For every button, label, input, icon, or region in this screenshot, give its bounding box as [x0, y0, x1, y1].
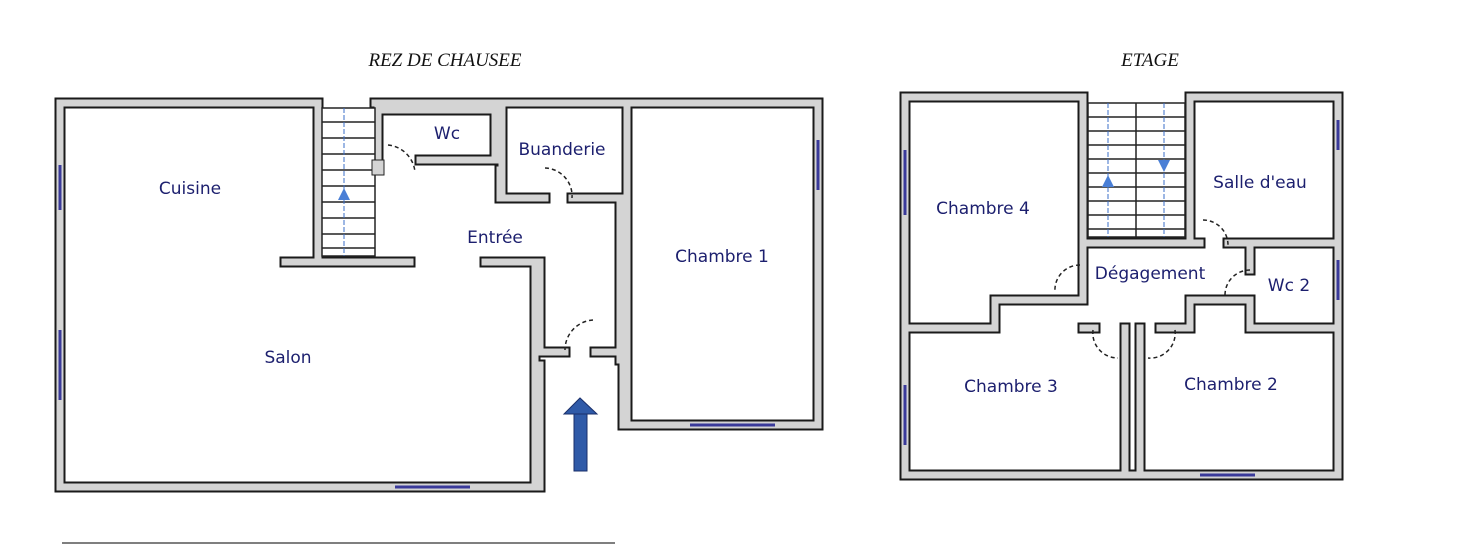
- ground-floor-walls: [54, 97, 824, 493]
- room-label-salon: Salon: [264, 348, 311, 368]
- stair-down-arrow-icon: [1158, 160, 1170, 172]
- room-label-degagement: Dégagement: [1095, 264, 1206, 284]
- ground-floor-doors: [387, 144, 594, 351]
- room-label-wc-2: Wc 2: [1268, 276, 1310, 296]
- upper-floor-doors: [1054, 219, 1251, 359]
- upper-floor-walls: [899, 91, 1344, 481]
- ground-floor-windows: [58, 140, 820, 489]
- entrance-arrow-icon: [562, 397, 599, 472]
- upper-floor-windows: [903, 120, 1340, 477]
- stair-up-arrow-icon: [338, 188, 350, 200]
- room-label-cuisine: Cuisine: [159, 179, 221, 199]
- ground-floor-stairs: [321, 107, 385, 257]
- room-label-wc: Wc: [434, 124, 460, 144]
- ground-floor-plan: Cuisine Wc Buanderie Entrée Chambre 1 Sa…: [54, 97, 824, 493]
- room-label-chambre-2: Chambre 2: [1184, 375, 1278, 395]
- upper-floor-stairs: [1087, 102, 1186, 238]
- room-label-chambre-4: Chambre 4: [936, 199, 1030, 219]
- room-label-chambre-3: Chambre 3: [964, 377, 1058, 397]
- upper-floor-plan: Chambre 4 Salle d'eau Dégagement Wc 2 Ch…: [899, 91, 1344, 481]
- room-label-buanderie: Buanderie: [518, 140, 605, 160]
- room-label-chambre-1: Chambre 1: [675, 247, 769, 267]
- stair-up-arrow-icon: [1102, 175, 1114, 187]
- upper-floor-title: ETAGE: [1120, 50, 1179, 71]
- room-label-salle-d-eau: Salle d'eau: [1213, 173, 1307, 193]
- room-label-entree: Entrée: [467, 228, 523, 248]
- ground-floor-title: REZ DE CHAUSEE: [367, 50, 521, 71]
